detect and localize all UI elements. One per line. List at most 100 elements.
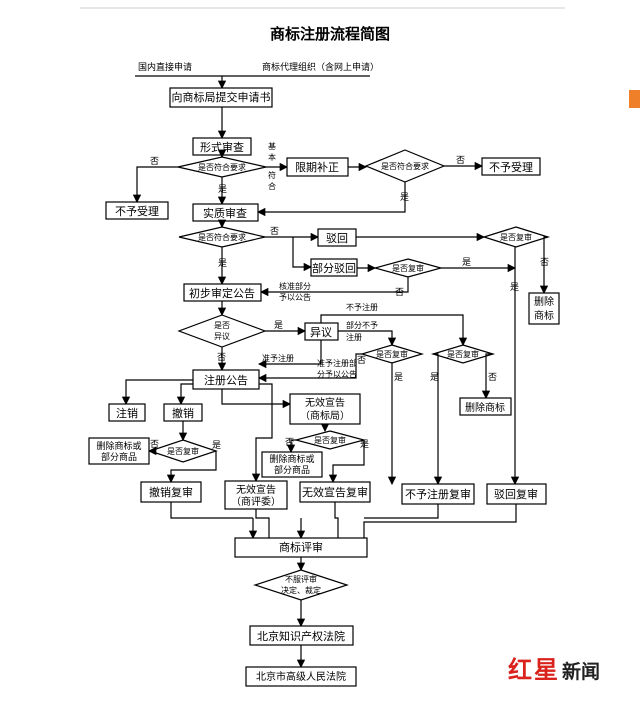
connector <box>481 353 493 400</box>
label-no: 否 <box>540 257 549 268</box>
connector <box>132 166 178 204</box>
decision-appeal-line1: 不服评审 <box>285 574 317 584</box>
connector <box>286 439 296 454</box>
label-no: 否 <box>456 155 465 166</box>
label-partial-not-2: 注册 <box>346 332 362 342</box>
connector <box>338 330 397 347</box>
node-revoke-label: 撤销 <box>172 406 194 420</box>
node-delete-trademark-1-line2: 商标 <box>534 309 554 322</box>
connector <box>292 237 313 272</box>
node-formal-review-label: 形式审查 <box>200 140 244 154</box>
node-substantive-review-label: 实质审查 <box>203 206 247 220</box>
decision-objection-line2: 异议 <box>214 332 230 341</box>
decision-review-6 <box>293 430 367 450</box>
connector <box>320 314 468 347</box>
node-delete-or-goods-2 <box>261 451 323 478</box>
side-badge <box>629 90 640 108</box>
node-reject-acceptance-2-label: 不予受理 <box>489 161 533 174</box>
node-invalid-bureau-line1: 无效宣告 <box>305 396 345 409</box>
node-invalid-review-label: 无效宣告复审 <box>302 485 368 499</box>
node-delete-or-goods-1-line2: 部分商品 <box>101 451 137 463</box>
decision-objection-line1: 是否 <box>214 321 230 330</box>
decision-correction-compliance-label: 是否符合要求 <box>381 161 429 171</box>
node-delete-or-goods-2-line2: 部分商品 <box>274 464 310 476</box>
node-invalid-board-line1: 无效宣告 <box>236 483 276 496</box>
node-beijing-ip-court-label: 北京知识产权法院 <box>257 629 345 643</box>
connector <box>363 504 517 538</box>
connector <box>539 236 549 295</box>
label-no: 否 <box>270 226 279 237</box>
connector <box>257 353 362 383</box>
node-rejection-label: 驳回 <box>326 232 348 245</box>
node-beijing-high-court <box>245 666 357 687</box>
node-invalid-board <box>224 480 288 510</box>
decision-appeal-line2: 决定、裁定 <box>281 585 321 595</box>
decision-objection <box>177 314 267 348</box>
connector <box>364 504 439 519</box>
node-reject-acceptance-1 <box>105 201 169 220</box>
label-no: 否 <box>150 439 159 450</box>
node-revoke-review-label: 撤销复审 <box>149 485 193 499</box>
connector <box>259 277 409 297</box>
label-yes: 是 <box>360 439 369 450</box>
node-registration-announcement-label: 注册公告 <box>204 373 248 387</box>
label-yes: 是 <box>274 320 283 331</box>
node-nonregistration-review-label: 不予注册复审 <box>405 487 471 501</box>
node-cancel <box>108 403 146 422</box>
label-basic-match-4: 合 <box>268 181 276 191</box>
label-no: 否 <box>150 156 159 167</box>
label-no: 否 <box>395 287 404 298</box>
label-yes: 是 <box>430 372 439 383</box>
node-delete-trademark-2-label: 删除商标 <box>465 401 505 414</box>
node-reject-acceptance-1-label: 不予受理 <box>115 205 159 218</box>
node-delete-trademark-1 <box>528 292 560 325</box>
label-partial-not-1: 部分不予 <box>346 320 378 330</box>
decision-review-3-label: 是否复审 <box>376 349 408 359</box>
node-objection-label: 异议 <box>310 326 332 339</box>
svg-text:星: 星 <box>534 655 558 684</box>
node-cancel-label: 注销 <box>116 406 138 420</box>
label-yes: 是 <box>400 192 409 203</box>
label-yes: 是 <box>510 282 519 293</box>
label-grant-part-1: 准予注册部 <box>317 358 357 368</box>
connector <box>256 182 406 217</box>
decision-review-5-label: 是否复审 <box>167 446 199 456</box>
node-partial-rejection-label: 部分驳回 <box>312 261 356 275</box>
label-approve-part-2: 予以公告 <box>279 292 311 302</box>
label-basic-match-1: 基 <box>268 141 276 151</box>
label-grant-reg: 准予注册 <box>262 353 294 363</box>
node-delete-or-goods-1-line1: 删除商标或 <box>96 440 141 452</box>
decision-review-4-label: 是否复审 <box>447 349 479 359</box>
label-no: 否 <box>488 372 497 383</box>
diagram-title: 商标注册流程简图 <box>270 25 390 43</box>
node-trademark-review-label: 商标评审 <box>279 540 323 554</box>
label-no: 否 <box>357 355 366 366</box>
connector <box>176 383 193 406</box>
svg-text:红: 红 <box>508 655 532 684</box>
label-direct-apply: 国内直接申请 <box>138 61 192 73</box>
decision-review-1 <box>481 226 551 248</box>
node-submit-application <box>169 87 273 108</box>
label-basic-match-3: 符 <box>268 170 276 180</box>
node-delete-or-goods-1 <box>88 437 150 465</box>
label-yes: 是 <box>218 184 227 195</box>
connector <box>121 379 193 406</box>
decision-review-4 <box>430 344 496 364</box>
connector <box>255 509 270 538</box>
label-yes: 是 <box>394 372 403 383</box>
node-delete-trademark-2 <box>459 397 512 416</box>
node-invalid-board-line2: （商评委） <box>231 495 281 508</box>
connector <box>170 502 253 519</box>
label-not-register: 不予注册 <box>346 302 378 312</box>
label-basic-match-2: 本 <box>268 152 276 162</box>
label-yes: 是 <box>212 440 221 451</box>
connector <box>166 451 217 484</box>
label-agent-apply: 商标代理组织（含网上申请） <box>262 61 379 73</box>
node-delete-trademark-1-line1: 删除 <box>534 295 554 308</box>
connector <box>251 383 273 483</box>
node-beijing-high-court-label: 北京市高级人民法院 <box>256 670 346 683</box>
decision-review-6-label: 是否复审 <box>314 435 346 445</box>
label-no: 否 <box>217 352 226 363</box>
node-submit-application-label: 向商标局提交申请书 <box>172 90 271 104</box>
label-no: 否 <box>285 437 294 448</box>
